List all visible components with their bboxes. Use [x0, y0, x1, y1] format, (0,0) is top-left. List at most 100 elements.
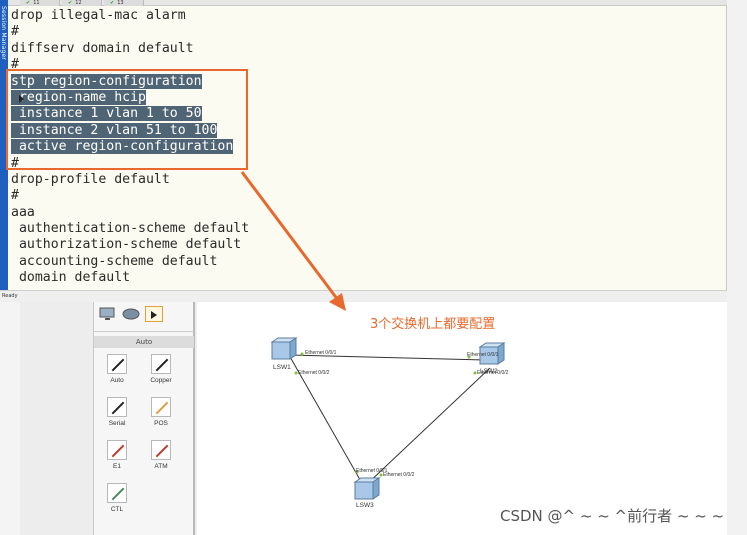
terminal-line-text: diffserv domain default: [11, 40, 194, 56]
tab-12[interactable]: ✔12: [62, 0, 102, 6]
session-manager-bar[interactable]: Session Manager: [0, 0, 8, 290]
terminal-tabs: ✔11 ✔12 ✔13: [8, 0, 728, 6]
port-status-dot: [467, 355, 471, 359]
switch-label: LSW3: [356, 502, 374, 509]
port-label: Ethernet 0/0/2: [477, 370, 509, 376]
link-lsw1-lsw2[interactable]: [288, 354, 486, 361]
atm-cable-icon: [151, 440, 171, 460]
terminal-line: drop illegal-mac alarm: [11, 8, 249, 24]
palette-category-bar: [94, 302, 194, 332]
terminal-line: #: [11, 24, 249, 40]
terminal-line-text: active region-configuration: [11, 139, 234, 155]
terminal-line: instance 1 vlan 1 to 50: [11, 106, 249, 122]
terminal-line-text: #: [11, 155, 19, 171]
device-list-panel: [0, 302, 20, 535]
port-label: Ethernet 0/0/1: [356, 468, 388, 474]
status-bar: Ready: [0, 290, 727, 302]
palette-item-serial[interactable]: Serial: [95, 397, 139, 427]
check-icon: ✔: [26, 0, 31, 6]
palette-item-copper[interactable]: Copper: [139, 354, 183, 384]
switch-label: LSW2: [480, 368, 498, 375]
terminal-window[interactable]: Session Manager ✔11 ✔12 ✔13 drop illegal…: [0, 0, 728, 302]
port-label: Ethernet 0/0/2: [298, 370, 330, 376]
terminal-line: stp region-configuration: [11, 73, 249, 90]
palette-item-atm[interactable]: ATM: [139, 440, 183, 470]
palette-item-label: POS: [154, 420, 168, 427]
terminal-line-text: authentication-scheme default: [11, 221, 250, 237]
terminal-line-text: authorization-scheme default: [11, 237, 242, 253]
terminal-line-text: drop-profile default: [11, 171, 170, 187]
palette-item-label: ATM: [154, 463, 168, 470]
palette-item-label: Auto: [110, 377, 124, 384]
switch-icon[interactable]: [270, 337, 298, 360]
terminal-line: authorization-scheme default: [11, 237, 249, 253]
mouse-cursor-icon: [19, 95, 24, 103]
session-manager-label: Session Manager: [0, 6, 7, 61]
watermark: CSDN @^ ~ ~ ^前行者 ~ ~ ~: [500, 507, 725, 525]
port-status-dot: [300, 352, 304, 356]
terminal-line: authentication-scheme default: [11, 221, 249, 237]
port-status-dot: [294, 371, 298, 375]
e1-cable-icon: [107, 440, 127, 460]
serial-cable-icon: [107, 397, 127, 417]
port-label: Ethernet 0/0/1: [305, 350, 337, 356]
cloud-icon[interactable]: [122, 306, 140, 322]
port-status-dot: [473, 371, 477, 375]
monitor-icon[interactable]: [99, 306, 117, 322]
port-status-dot: [355, 470, 359, 474]
terminal-line-text: instance 1 vlan 1 to 50: [11, 106, 202, 122]
annotation-text: 3个交换机上都要配置: [370, 317, 496, 332]
palette-item-label: Copper: [150, 377, 172, 384]
palette-header: Auto: [94, 336, 194, 348]
arrow-line: [240, 171, 340, 301]
port-label: Ethernet 0/0/1: [467, 352, 499, 358]
tab-11[interactable]: ✔11: [20, 0, 60, 6]
terminal-line: active region-configuration: [11, 139, 249, 155]
terminal-line-text: drop illegal-mac alarm: [11, 8, 186, 23]
copper-cable-icon: [151, 354, 171, 374]
terminal-line: region-name hcip: [11, 89, 249, 106]
terminal-line-text: #: [11, 188, 19, 204]
arrow-head-icon: [329, 293, 346, 311]
terminal-line-text: #: [11, 24, 19, 40]
terminal-line-text: accounting-scheme default: [11, 253, 218, 269]
terminal-line: instance 2 vlan 51 to 100: [11, 122, 249, 139]
terminal-line-text: region-name hcip: [11, 89, 146, 105]
port-label: Ethernet 0/0/2: [383, 472, 415, 478]
terminal-line: diffserv domain default: [11, 41, 249, 57]
terminal-line-text: domain default: [11, 270, 131, 286]
port-status-dot: [379, 473, 383, 477]
palette-item-ctl[interactable]: CTL: [95, 483, 139, 513]
terminal-line: #: [11, 57, 249, 73]
terminal-line-text: stp region-configuration: [11, 73, 202, 89]
palette-item-pos[interactable]: POS: [139, 397, 183, 427]
palette-item-e1[interactable]: E1: [95, 440, 139, 470]
terminal-line: accounting-scheme default: [11, 254, 249, 270]
switch-icon[interactable]: [478, 342, 506, 365]
terminal-output[interactable]: drop illegal-mac alarm#diffserv domain d…: [11, 8, 249, 287]
palette-item-label: Serial: [108, 420, 126, 427]
ctl-cable-icon: [107, 483, 127, 503]
terminal-line: aaa: [11, 205, 249, 221]
palette-item-label: CTL: [110, 506, 124, 513]
auto-cable-icon: [107, 354, 127, 374]
check-icon: ✔: [110, 0, 115, 6]
palette-item-auto[interactable]: Auto: [95, 354, 139, 384]
check-icon: ✔: [68, 0, 73, 6]
right-window-edge: [727, 0, 747, 535]
connection-tool-icon[interactable]: [145, 306, 163, 322]
switch-icon[interactable]: [353, 477, 381, 500]
tab-13[interactable]: ✔13: [104, 0, 144, 6]
terminal-line-text: instance 2 vlan 51 to 100: [11, 122, 218, 138]
terminal-line-text: aaa: [11, 204, 35, 220]
terminal-line-text: #: [11, 57, 19, 73]
terminal-line: drop-profile default: [11, 172, 249, 188]
terminal-line: #: [11, 156, 249, 172]
link-lsw2-lsw3[interactable]: [365, 367, 491, 486]
selection-highlight-box: [6, 69, 248, 170]
link-lsw1-lsw3[interactable]: [288, 354, 364, 486]
pos-cable-icon: [151, 397, 171, 417]
